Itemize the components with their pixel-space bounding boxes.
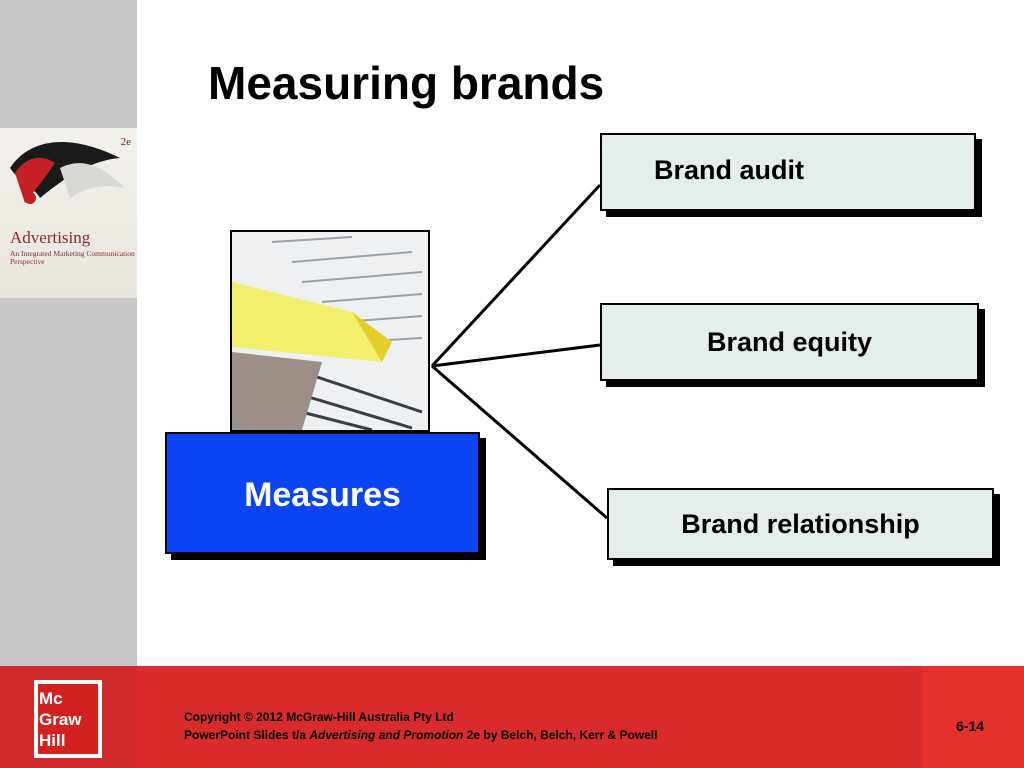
- copyright-line: Copyright © 2012 McGraw-Hill Australia P…: [184, 710, 454, 724]
- slide-number: 6-14: [956, 718, 985, 734]
- footer-left-panel: Mc Graw Hill: [0, 666, 137, 768]
- book-cover-art: [10, 141, 125, 204]
- highlighter-photo: [230, 230, 430, 432]
- footer-bar: Mc Graw Hill Copyright © 2012 McGraw-Hil…: [0, 666, 1024, 768]
- footer-right-panel: [922, 666, 1024, 768]
- slides-suffix: 2e by Belch, Belch, Kerr & Powell: [463, 728, 658, 742]
- logo-line-1: Mc: [39, 688, 63, 708]
- slides-credit-line: PowerPoint Slides t/a Advertising and Pr…: [184, 726, 657, 744]
- logo-line-2: Graw: [39, 709, 82, 729]
- side-strip: [0, 0, 137, 666]
- slide-title: Measuring brands: [208, 57, 605, 109]
- measures-box: Measures: [165, 432, 480, 554]
- brand-relationship-box: Brand relationship: [607, 488, 994, 560]
- brand-equity-box: Brand equity: [600, 303, 979, 381]
- book-edition: 2e: [120, 136, 131, 148]
- mcgraw-hill-logo: Mc Graw Hill: [34, 680, 102, 758]
- copyright-text: Copyright © 2012 McGraw-Hill Australia P…: [184, 708, 657, 744]
- book-title: Advertising: [10, 228, 91, 247]
- book-cover-thumbnail: 2e Advertising An Integrated Marketing C…: [0, 128, 137, 298]
- slides-book-title: Advertising and Promotion: [309, 728, 464, 742]
- book-subtitle: An Integrated Marketing Communication Pe…: [10, 249, 135, 266]
- brand-audit-box: Brand audit: [600, 133, 976, 211]
- highlighter-image: [232, 232, 428, 430]
- slides-prefix: PowerPoint Slides t/a: [184, 728, 310, 742]
- connector-lines: [430, 183, 608, 520]
- logo-line-3: Hill: [39, 730, 66, 750]
